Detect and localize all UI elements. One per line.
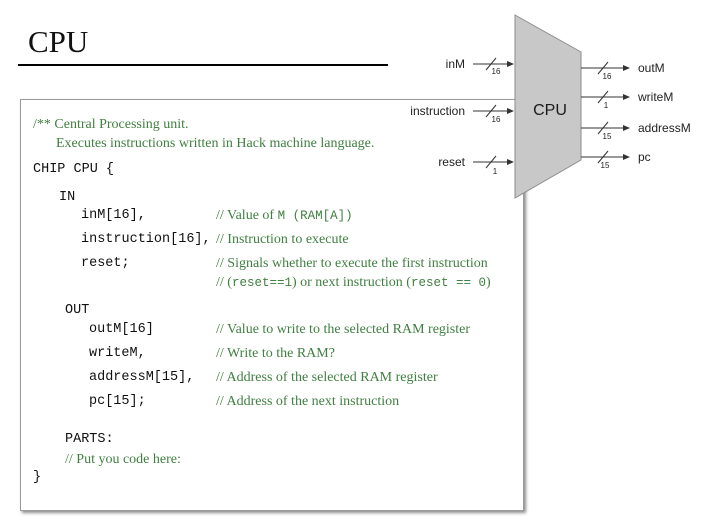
pc-bus-width: 15 (601, 161, 610, 170)
inM-arrow (507, 61, 514, 67)
outM-bus-width: 16 (603, 72, 612, 81)
in-keyword: IN (59, 190, 76, 205)
instruction-arrow (507, 108, 514, 114)
pc-bus-slash (597, 150, 609, 164)
parts-keyword: PARTS: (65, 432, 114, 447)
instruction-port-label: instruction (410, 104, 465, 118)
cpu-block-diagram: CPU inM 16 instruction 16 reset 1 outM 1… (410, 14, 691, 199)
inM-bus-width: 16 (492, 67, 501, 76)
reset-bus-width: 1 (493, 167, 498, 176)
output-decl-writeM: writeM, (89, 346, 146, 361)
pc-port-label: pc (638, 150, 651, 164)
output-decl-outM: outM[16] (89, 322, 154, 337)
reset-arrow (507, 159, 514, 165)
addressM-port-label: addressM (638, 121, 691, 135)
outM-port-label: outM (638, 61, 665, 75)
input-decl-inM: inM[16], (81, 208, 146, 223)
input-comment-inM: // Value of M (RAM[A]) (216, 208, 353, 223)
writeM-arrow (623, 94, 630, 100)
input-decl-reset: reset; (81, 256, 130, 271)
title-underline (18, 64, 388, 66)
cpu-chip-body (514, 14, 582, 199)
input-decl-instruction: instruction[16], (81, 232, 211, 247)
instruction-bus-width: 16 (492, 115, 501, 124)
writeM-port-label: writeM (637, 90, 673, 104)
inM-port-label: inM (446, 57, 465, 71)
outM-bus-slash (597, 61, 609, 75)
pc-arrow (623, 154, 630, 160)
output-comment-outM: // Value to write to the selected RAM re… (216, 322, 471, 337)
reset-port-label: reset (438, 155, 465, 169)
writeM-bus-slash (597, 90, 609, 104)
chip-declaration: CHIP CPU { (33, 162, 115, 177)
outM-arrow (623, 65, 630, 71)
addressM-arrow (623, 125, 630, 131)
input-comment-instruction: // Instruction to execute (216, 232, 349, 247)
output-decl-addressM: addressM[15], (89, 370, 195, 385)
out-keyword: OUT (65, 303, 90, 318)
reset-bus-slash (485, 155, 497, 169)
doc-comment-line1: /** Central Processing unit. (33, 117, 189, 132)
input-comment-reset-cont: // (reset==1) or next instruction (reset… (216, 275, 491, 290)
parts-comment: // Put you code here: (65, 452, 181, 467)
cpu-chip-label: CPU (533, 102, 567, 119)
page-title: CPU (28, 24, 89, 59)
instruction-bus-slash (485, 104, 497, 118)
output-comment-writeM: // Write to the RAM? (216, 346, 335, 361)
output-comment-addressM: // Address of the selected RAM register (216, 370, 438, 385)
output-decl-pc: pc[15]; (89, 394, 146, 409)
addressM-bus-width: 15 (603, 132, 612, 141)
inM-bus-slash (485, 57, 497, 71)
writeM-bus-width: 1 (604, 101, 609, 110)
addressM-bus-slash (597, 121, 609, 135)
code-panel: /** Central Processing unit. Executes in… (20, 99, 524, 511)
output-comment-pc: // Address of the next instruction (216, 394, 400, 409)
closing-brace: } (33, 470, 42, 485)
doc-comment-line2: Executes instructions written in Hack ma… (56, 136, 375, 151)
input-comment-reset: // Signals whether to execute the first … (216, 256, 488, 271)
